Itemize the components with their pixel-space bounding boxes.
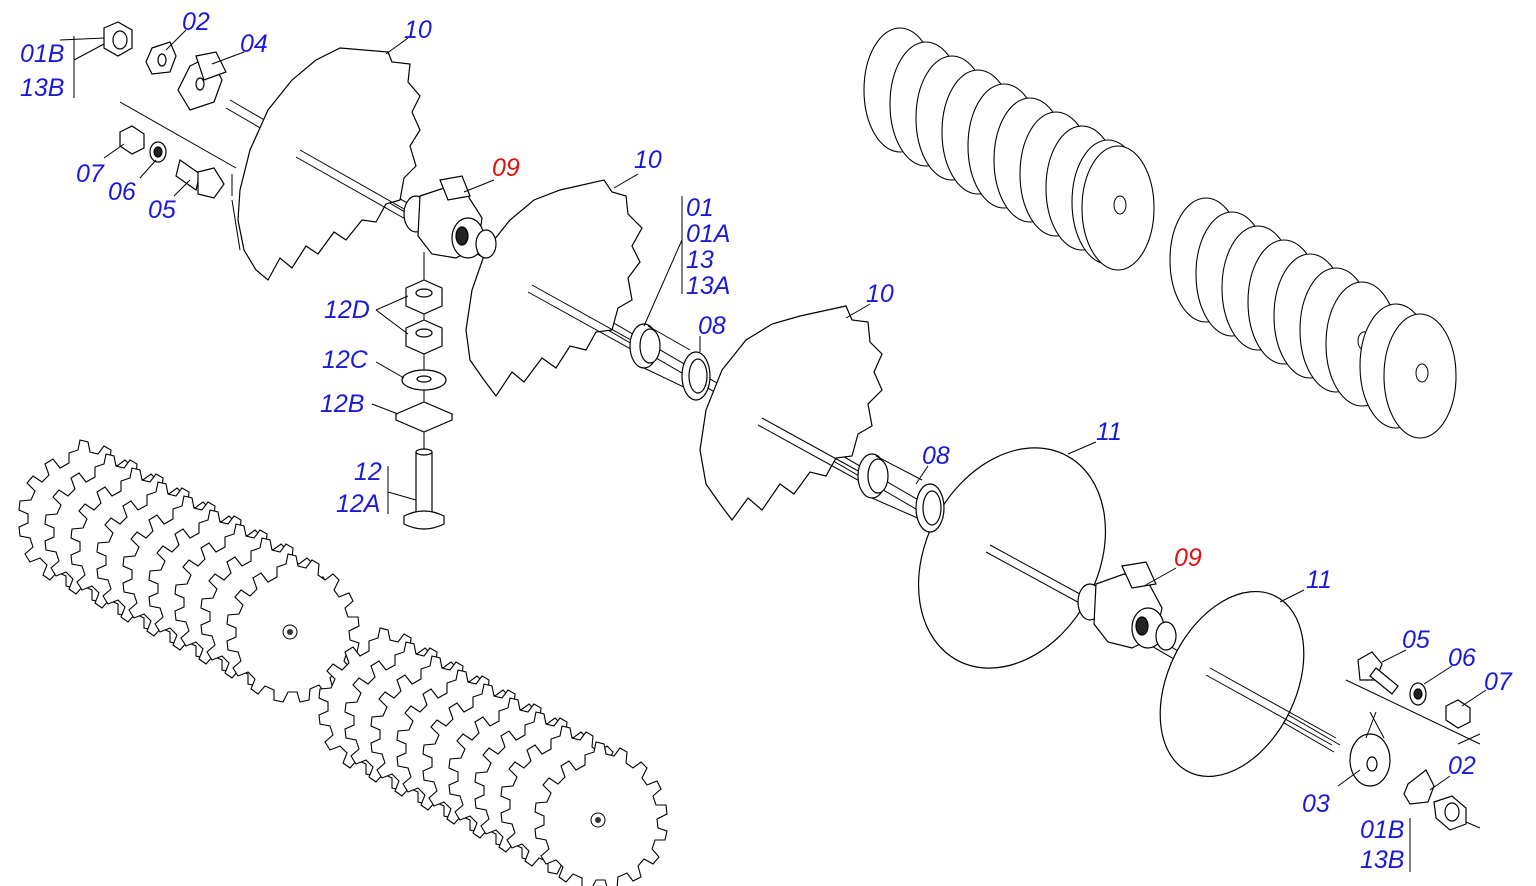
nut-01B-bottom xyxy=(1433,795,1467,831)
label-12A: 12A xyxy=(336,490,380,518)
label-06-right: 06 xyxy=(1448,644,1476,672)
label-01: 01 xyxy=(686,194,714,222)
nut-12D-upper xyxy=(405,279,443,315)
nut-07-left xyxy=(119,125,145,155)
assembled-flat-disc-gang-a xyxy=(863,27,1155,271)
label-03: 03 xyxy=(1302,790,1330,818)
bearing-cap-03 xyxy=(1349,711,1391,787)
label-11-b: 11 xyxy=(1306,566,1332,594)
bolt-05-left xyxy=(175,159,225,199)
washer-06-right xyxy=(1409,682,1427,706)
label-07-left: 07 xyxy=(76,160,105,188)
assembled-flat-disc-gang-b xyxy=(1169,197,1457,439)
label-06-left: 06 xyxy=(108,178,136,206)
label-10-c: 10 xyxy=(866,280,894,308)
label-12B: 12B xyxy=(320,390,364,418)
label-07-right: 07 xyxy=(1484,668,1513,696)
nut-12D-lower xyxy=(405,319,443,355)
label-08-b: 08 xyxy=(922,442,950,470)
carriage-bolt-12 xyxy=(403,448,445,530)
label-09-b: 09 xyxy=(1174,544,1202,572)
bearing-housing-09-b xyxy=(1077,561,1177,651)
washer-02-bottom xyxy=(1403,769,1435,805)
label-05-right: 05 xyxy=(1402,626,1430,654)
notched-disc-10-b xyxy=(465,179,643,398)
seal-ring-08-a xyxy=(681,351,711,401)
bolt-05-right xyxy=(1357,651,1399,695)
label-12D: 12D xyxy=(324,296,370,324)
bearing-cap-04 xyxy=(177,51,227,111)
label-02-bottom: 02 xyxy=(1448,752,1476,780)
label-13B-bottom: 13B xyxy=(1360,846,1404,874)
square-washer-12B xyxy=(394,401,454,433)
washer-06-left xyxy=(149,141,167,163)
label-13A: 13A xyxy=(686,272,730,300)
label-10-b: 10 xyxy=(634,146,662,174)
label-01B-top: 01B xyxy=(20,40,64,68)
washer-02-top xyxy=(145,41,177,75)
label-09-a: 09 xyxy=(492,154,520,182)
label-12: 12 xyxy=(354,458,382,486)
label-13: 13 xyxy=(686,246,714,274)
label-01B-bottom: 01B xyxy=(1360,816,1404,844)
label-08-a: 08 xyxy=(698,312,726,340)
spacer-01-13 xyxy=(629,323,691,391)
bearing-housing-09-a xyxy=(403,175,497,259)
label-12C: 12C xyxy=(322,346,369,374)
assembled-notched-disc-gang-b xyxy=(318,627,668,886)
seal-ring-08-b xyxy=(915,483,945,533)
washer-12C xyxy=(401,369,447,391)
nut-07-right xyxy=(1445,699,1471,729)
label-02-top: 02 xyxy=(182,8,210,36)
label-11-a: 11 xyxy=(1096,418,1122,446)
nut-01B-top xyxy=(103,21,133,57)
label-13B-top: 13B xyxy=(20,74,64,102)
leader-lines xyxy=(73,29,1487,872)
notched-disc-10-c xyxy=(699,305,883,522)
notched-disc-10-a xyxy=(231,47,421,281)
spacer-b xyxy=(857,453,923,521)
flat-disc-11-b xyxy=(1159,590,1305,778)
assembled-notched-disc-gang-a xyxy=(18,439,360,703)
label-10-a: 10 xyxy=(404,16,432,44)
flat-disc-11-a xyxy=(917,447,1107,669)
label-04: 04 xyxy=(240,30,268,58)
label-05-left: 05 xyxy=(148,196,176,224)
label-01A: 01A xyxy=(686,220,730,248)
